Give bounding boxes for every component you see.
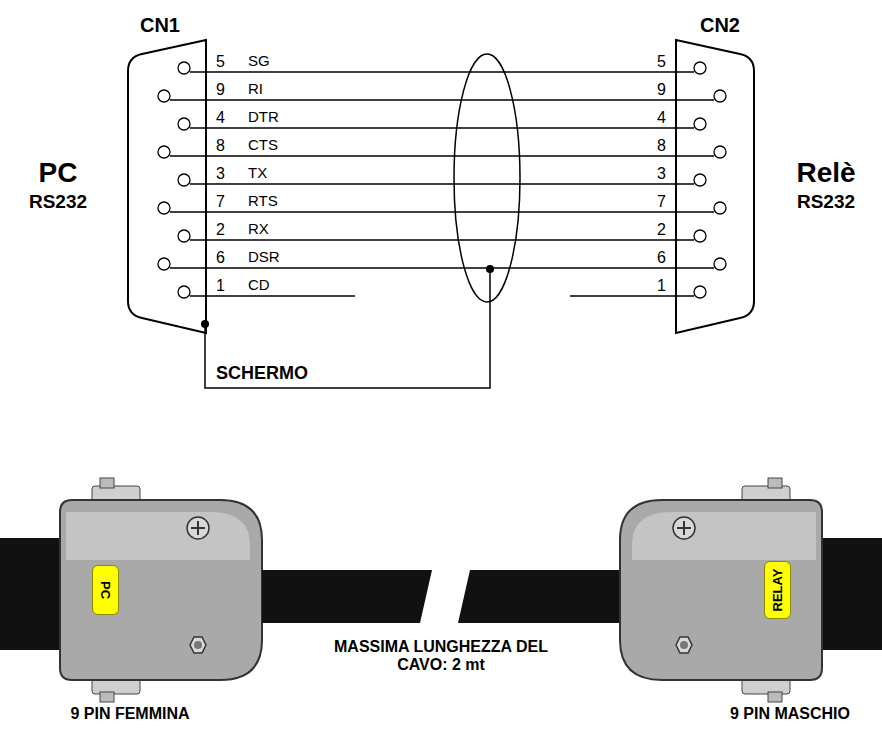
junction-dot	[486, 265, 494, 273]
cable-note: MASSIMA LUNGHEZZA DEL CAVO: 2 mt	[311, 638, 571, 673]
pin-wire	[190, 295, 355, 296]
signal-name: DTR	[248, 109, 279, 126]
pin-socket	[714, 202, 726, 214]
pin-number: 5	[216, 53, 225, 71]
pin-number: 9	[216, 81, 225, 99]
cable	[458, 570, 620, 623]
pin-number: 6	[216, 249, 225, 267]
pin-socket	[714, 90, 726, 102]
signal-name: CTS	[248, 137, 278, 154]
pin-socket	[158, 90, 170, 102]
pin-wire	[190, 127, 694, 128]
tag-text: RELAY	[771, 569, 784, 612]
signal-name: SG	[248, 53, 270, 70]
signal-name: DSR	[248, 249, 280, 266]
connector-hood	[620, 500, 822, 680]
pin-socket	[178, 286, 190, 298]
device-name: Relè	[796, 158, 855, 189]
pin-wire	[570, 295, 694, 296]
nut	[190, 637, 206, 653]
signal-name: RX	[248, 221, 269, 238]
shield-wire	[205, 269, 490, 388]
pin-socket	[714, 258, 726, 270]
pin-number: 6	[657, 249, 666, 267]
device-name: PC	[39, 158, 78, 189]
pin-number: 4	[216, 109, 225, 127]
screw	[187, 517, 209, 539]
signal-name: CD	[248, 277, 270, 294]
shield-label: SCHERMO	[216, 364, 308, 384]
pin-socket	[694, 174, 706, 186]
tag-text: PC	[99, 581, 112, 599]
pin-number: 1	[657, 277, 666, 295]
signal-name: TX	[248, 165, 267, 182]
pin-wire	[170, 155, 714, 156]
pin-wire	[170, 267, 714, 268]
pin-socket	[178, 230, 190, 242]
junction-dot	[201, 320, 209, 328]
pin-socket	[178, 118, 190, 130]
pin-number: 4	[657, 109, 666, 127]
pin-socket	[178, 62, 190, 74]
db9-female-outline	[128, 40, 206, 333]
pin-number: 5	[657, 53, 666, 71]
pin-wire	[170, 99, 714, 100]
shield-ellipse	[454, 54, 520, 302]
pin-number: 7	[657, 193, 666, 211]
pin-socket	[158, 146, 170, 158]
pin-wire	[190, 71, 694, 72]
pin-socket	[714, 146, 726, 158]
pin-socket	[694, 230, 706, 242]
pin-number: 2	[657, 221, 666, 239]
signal-name: RI	[248, 81, 263, 98]
pin-number: 8	[216, 137, 225, 155]
pin-socket	[694, 286, 706, 298]
screw	[673, 517, 695, 539]
signal-name: RTS	[248, 193, 278, 210]
pin-number: 9	[657, 81, 666, 99]
pin-socket	[694, 62, 706, 74]
pin-number: 3	[657, 165, 666, 183]
label-tag: PC	[92, 565, 119, 615]
pin-wire	[190, 183, 694, 184]
pin-wire	[170, 211, 714, 212]
nut	[676, 637, 692, 653]
cable	[262, 570, 432, 623]
pin-number: 8	[657, 137, 666, 155]
pin-number: 3	[216, 165, 225, 183]
pin-number: 1	[216, 277, 225, 295]
connector-type: 9 PIN MASCHIO	[730, 705, 850, 723]
pin-socket	[178, 174, 190, 186]
connector-name: CN1	[140, 14, 180, 36]
label-tag: RELAY	[764, 561, 791, 620]
pin-number: 2	[216, 221, 225, 239]
interface-name: RS232	[797, 192, 855, 213]
connector-hood	[60, 500, 262, 680]
connector-type: 9 PIN FEMMINA	[70, 705, 189, 723]
pin-wire	[190, 239, 694, 240]
connector-name: CN2	[700, 14, 740, 36]
pin-number: 7	[216, 193, 225, 211]
pin-socket	[158, 202, 170, 214]
interface-name: RS232	[29, 192, 87, 213]
db9-male-outline	[676, 40, 754, 333]
pin-socket	[694, 118, 706, 130]
pin-socket	[158, 258, 170, 270]
